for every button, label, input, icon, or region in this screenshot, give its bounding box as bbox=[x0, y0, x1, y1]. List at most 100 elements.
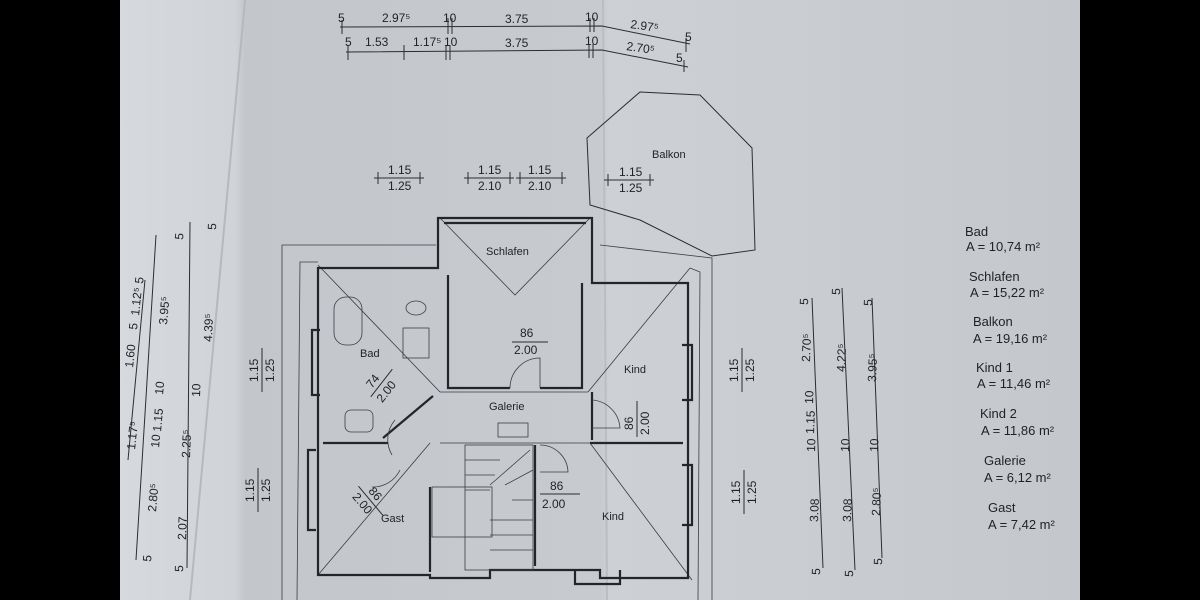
left-frame bbox=[0, 0, 120, 600]
area-value: A = 11,86 m² bbox=[981, 423, 1055, 438]
top-dimension-chain: 5 2.97⁵ 10 3.75 10 2.97⁵ 5 5 1.53 1.17⁵ … bbox=[338, 10, 692, 72]
dim-label: 2.70⁵ bbox=[799, 333, 814, 362]
stove-icon bbox=[497, 422, 529, 438]
dim-label: 2.07 bbox=[175, 516, 190, 540]
cabinet-icon bbox=[402, 327, 430, 359]
top-window-dimensions: 1.15 1.25 1.15 2.10 1.15 2.10 1.15 1.25 bbox=[374, 163, 654, 195]
dim-label: 1.25 bbox=[388, 179, 412, 193]
dim-label: 2.80⁵ bbox=[869, 487, 884, 516]
dim-label: 5 bbox=[871, 558, 885, 565]
dim-label: 10 bbox=[585, 10, 599, 24]
dim-label: 1.25 bbox=[743, 358, 757, 382]
area-name: Balkon bbox=[973, 314, 1013, 329]
dim-label: 1.15 bbox=[478, 163, 502, 177]
dim-label: 2.80⁵ bbox=[145, 483, 161, 512]
dim-label: 3.75 bbox=[505, 36, 529, 50]
dim-label: 1.15 bbox=[388, 163, 412, 177]
dim-label: 3.95⁵ bbox=[156, 296, 172, 325]
area-value: A = 19,16 m² bbox=[973, 331, 1048, 346]
dim-label: 2.10 bbox=[528, 179, 552, 193]
dim-label: 4.22⁵ bbox=[834, 343, 849, 372]
room-label-schlafen: Schlafen bbox=[486, 246, 529, 258]
paper-fold bbox=[602, 0, 608, 600]
dim-label: 1.53 bbox=[365, 35, 389, 49]
right-dimension-chains: 5 3.08 10 1.15 10 2.70⁵ 5 5 3.08 10 4.22… bbox=[797, 288, 885, 577]
dim-label: 10 bbox=[802, 390, 816, 404]
dim-label: 2.70⁵ bbox=[626, 39, 656, 57]
fixtures bbox=[333, 296, 621, 571]
dim-label: 1.25 bbox=[619, 181, 643, 195]
sink-icon bbox=[344, 409, 374, 433]
dim-label: 5 bbox=[797, 298, 811, 305]
door-swing bbox=[591, 399, 621, 429]
dim-label: 3.75 bbox=[505, 12, 529, 26]
dim-label: 1.15 bbox=[729, 480, 743, 504]
dim-label: 10 bbox=[804, 438, 818, 452]
door-swing bbox=[387, 419, 396, 456]
area-name: Galerie bbox=[984, 453, 1026, 468]
dim-label: 2.00 bbox=[542, 497, 566, 511]
dim-label: 5 bbox=[172, 232, 187, 240]
roof-outline bbox=[281, 217, 713, 600]
room-label-gast: Gast bbox=[381, 513, 404, 525]
area-value: A = 6,12 m² bbox=[984, 470, 1052, 485]
dim-label: 2.00 bbox=[514, 343, 538, 357]
dim-label: 2.25⁵ bbox=[179, 429, 194, 458]
door-swing bbox=[509, 357, 541, 389]
area-name: Schlafen bbox=[969, 269, 1020, 284]
balkon: Balkon bbox=[586, 91, 756, 257]
room-label-galerie: Galerie bbox=[489, 401, 524, 413]
dim-label: 5 bbox=[809, 568, 823, 575]
room-label-kind-2: Kind bbox=[602, 511, 624, 523]
dim-label: 4.39⁵ bbox=[201, 313, 216, 342]
dim-label: 5 bbox=[140, 554, 155, 562]
dim-label: 3.95⁵ bbox=[865, 353, 880, 382]
dim-label: 2.97⁵ bbox=[382, 11, 410, 25]
bathtub-icon bbox=[333, 296, 363, 346]
dim-label: 10 bbox=[444, 35, 458, 49]
dim-label: 10 bbox=[189, 383, 203, 397]
right-window-dimensions: 1.15 1.25 1.15 1.25 bbox=[727, 348, 759, 514]
dim-label: 5 bbox=[685, 30, 692, 44]
area-name: Gast bbox=[988, 500, 1016, 515]
dim-label: 5 bbox=[126, 322, 141, 330]
room-labels: Schlafen Bad Galerie Kind Kind Gast bbox=[360, 246, 646, 525]
dim-label: 10 bbox=[443, 11, 457, 25]
dim-label: 2.10 bbox=[478, 179, 502, 193]
staircase bbox=[431, 444, 534, 571]
dim-label: 1.15 bbox=[619, 165, 643, 179]
door-swing bbox=[371, 469, 401, 488]
dim-label: 1.17⁵ bbox=[124, 421, 141, 451]
dim-label: 5 bbox=[842, 570, 856, 577]
dim-label: 1.15 bbox=[243, 478, 257, 502]
dim-label: 5 bbox=[132, 276, 147, 284]
right-frame bbox=[1080, 0, 1200, 600]
area-value: A = 7,42 m² bbox=[988, 517, 1056, 532]
dim-label: 10 bbox=[867, 438, 881, 452]
door-swing bbox=[539, 444, 569, 473]
room-area-list: Bad A = 10,74 m² Schlafen A = 15,22 m² B… bbox=[965, 224, 1056, 532]
dim-label: 1.15 bbox=[247, 358, 261, 382]
dim-label: 10 bbox=[148, 433, 163, 448]
dim-label: 1.15 bbox=[803, 410, 818, 434]
area-value: A = 15,22 m² bbox=[970, 285, 1045, 300]
dim-label: 1.15 bbox=[528, 163, 552, 177]
dim-label: 1.25 bbox=[263, 358, 277, 382]
area-name: Kind 2 bbox=[980, 406, 1017, 421]
toilet-icon bbox=[405, 300, 427, 316]
dim-label: 5 bbox=[676, 51, 683, 65]
dim-label: 1.17⁵ bbox=[413, 35, 441, 49]
dim-label: 2.00 bbox=[638, 411, 652, 435]
area-value: A = 11,46 m² bbox=[977, 376, 1051, 391]
area-name: Bad bbox=[965, 224, 988, 239]
left-dimension-chains: 1.17⁵ 1.60 5 1.12⁵ 5 5 2.80⁵ 10 1.15 10 … bbox=[122, 221, 219, 572]
dim-label: 86 bbox=[622, 416, 636, 430]
dim-label: 5 bbox=[345, 35, 352, 49]
room-label-kind-1: Kind bbox=[624, 364, 646, 376]
paper-sheet bbox=[120, 0, 1080, 600]
left-window-dimensions: 1.15 1.25 1.15 1.25 bbox=[243, 348, 277, 512]
dim-label: 3.08 bbox=[807, 498, 822, 522]
dim-label: 3.08 bbox=[840, 498, 855, 522]
dim-label: 10 bbox=[152, 380, 167, 395]
